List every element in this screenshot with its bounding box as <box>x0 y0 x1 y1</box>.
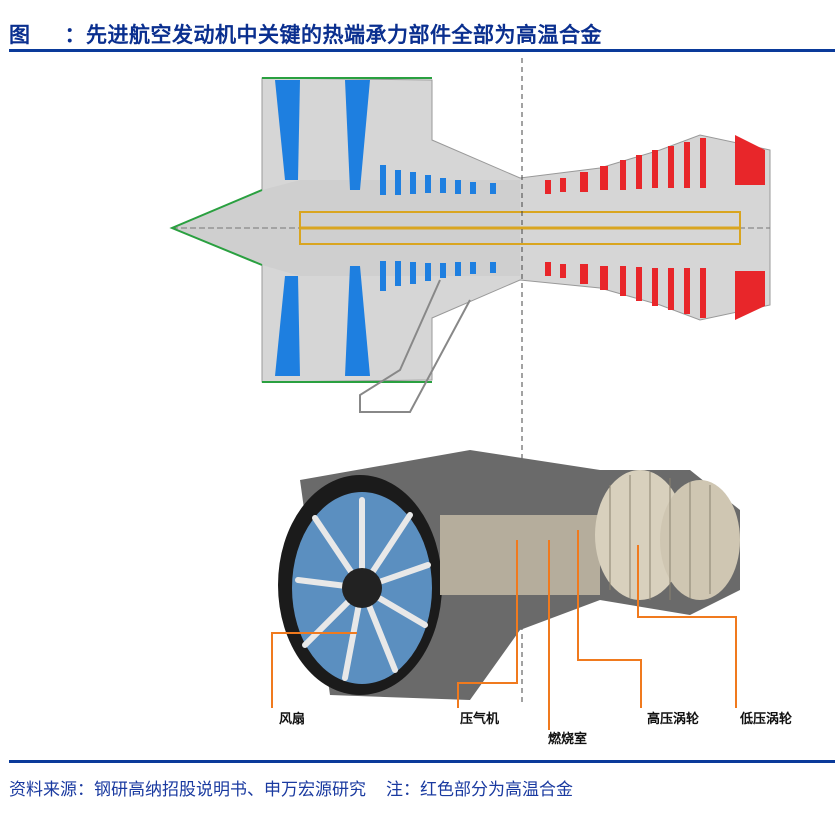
label-fan: 风扇 <box>279 712 306 727</box>
figure-label: 图 <box>9 23 31 47</box>
label-compressor: 压气机 <box>460 712 500 727</box>
engine-cross-section <box>169 77 771 413</box>
leader-lines <box>271 530 737 730</box>
label-combustor: 燃烧室 <box>548 732 588 747</box>
title-rule <box>9 49 835 52</box>
title-text: 先进航空发动机中关键的热端承力部件全部为高温合金 <box>86 23 602 47</box>
figure-title: 图 ：先进航空发动机中关键的热端承力部件全部为高温合金 <box>9 19 602 49</box>
label-hpt: 高压涡轮 <box>647 712 700 727</box>
title-colon: ： <box>64 23 86 47</box>
source-text: 资料来源：钢研高纳招股说明书、申万宏源研究 <box>9 780 366 800</box>
footer-rule <box>9 760 835 763</box>
label-lpt: 低压涡轮 <box>740 712 793 727</box>
footer: 资料来源：钢研高纳招股说明书、申万宏源研究注：红色部分为高温合金 <box>9 775 573 800</box>
note-text: 注：红色部分为高温合金 <box>386 780 573 800</box>
engine-cutaway <box>278 450 740 700</box>
